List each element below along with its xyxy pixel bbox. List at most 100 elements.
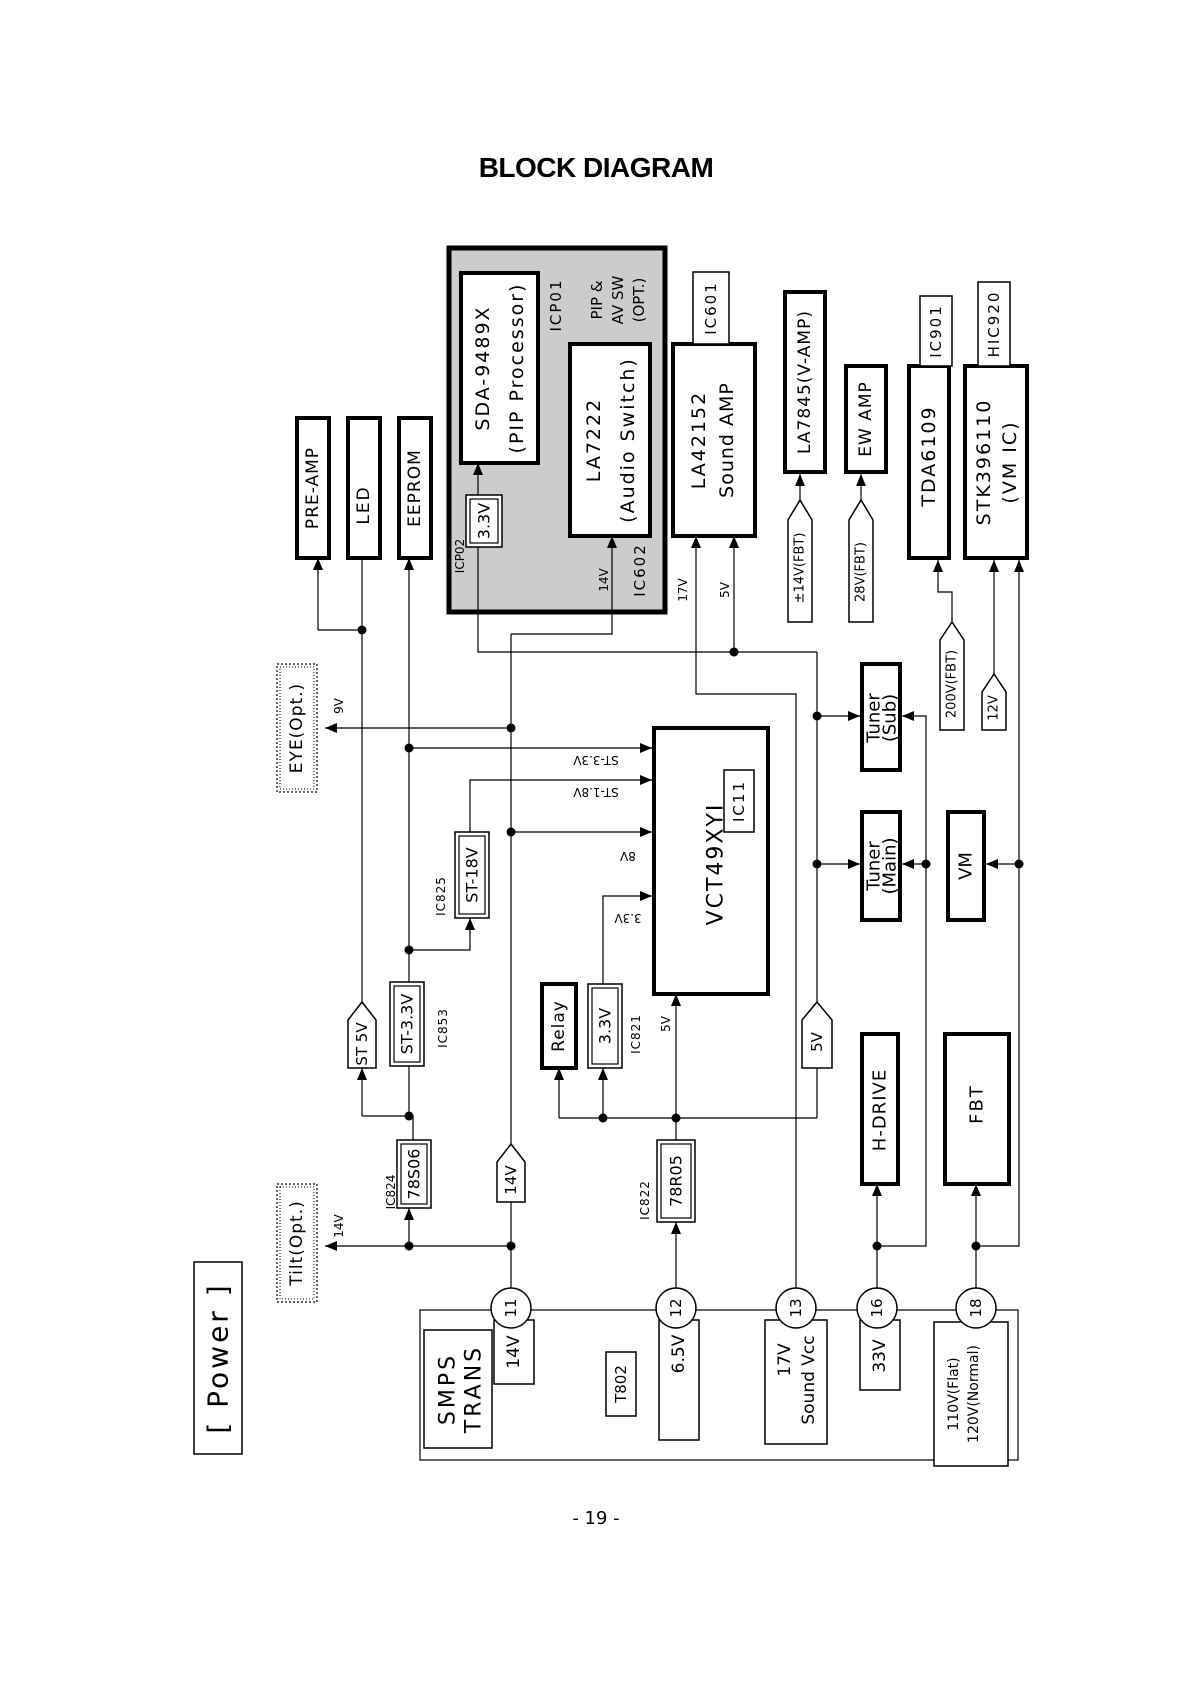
smps-title-1: SMPS (436, 1353, 461, 1425)
section-power: [ Power ] (193, 1261, 243, 1455)
icp01-ref: ICP01 (547, 278, 565, 331)
tuner-main-block: Tuner (Main) (860, 810, 902, 922)
ewamp-label: EW AMP (856, 381, 876, 457)
tuner-sub-block: Tuner (Sub) (860, 662, 902, 772)
ic821-ref: IC821 (629, 1014, 643, 1054)
eye-opt: EYE(Opt.) 9V (276, 663, 346, 793)
fbt-block: FBT (943, 1032, 1011, 1186)
smps-title-2: TRANS (462, 1345, 487, 1434)
v33-label: 3.3V (614, 911, 642, 925)
tuner-sub-label-2: (Sub) (880, 694, 901, 742)
vamp-block: LA7845(V-AMP) (783, 290, 827, 474)
tag-200v-fbt: 200V(FBT) (939, 620, 965, 731)
hic920-desc: (VM IC) (999, 420, 1021, 503)
tilt-opt: Tilt(Opt.) 14V (276, 1183, 346, 1303)
v8-label: 8V (619, 849, 636, 863)
st18-label: ST-1.8V (572, 785, 618, 799)
st5v-label: ST 5V (353, 1022, 371, 1066)
smps-trans: SMPS TRANS T802 14V 6.5V 17V Sound Vcc 3… (419, 1287, 1019, 1467)
ic825-block: ST-18V IC825 (434, 831, 490, 919)
eye-9v: 9V (332, 697, 346, 714)
ic825-part: ST-18V (463, 847, 482, 903)
page-title: BLOCK DIAGRAM (478, 152, 714, 183)
pip-opt-3: (OPT.) (630, 278, 648, 323)
vamp-label: LA7845(V-AMP) (795, 310, 815, 454)
icp01-desc: (PIP Processor) (506, 283, 528, 454)
tag-14v: 14V (496, 1142, 526, 1203)
pin-16: 16 (868, 1298, 886, 1317)
ic853-part: ST-3.3V (398, 994, 417, 1055)
ic601-ref: IC601 (702, 281, 720, 335)
pin13-voltage: 17V (775, 1343, 795, 1377)
v5-tag-label: 5V (808, 1031, 826, 1052)
pin13-voltage2: Sound Vcc (799, 1335, 819, 1424)
tuner-main-label-2: (Main) (880, 837, 901, 894)
tilt-14v: 14V (332, 1213, 346, 1237)
ic822-ref: IC822 (638, 1180, 652, 1220)
tuner-main-label-1: Tuner (864, 841, 885, 892)
icp01-part: SDA-9489X (472, 305, 494, 430)
h-drive-label: H-DRIVE (870, 1069, 891, 1151)
tag-st5v: ST 5V (347, 1000, 377, 1069)
ic601-desc: Sound AMP (716, 382, 738, 498)
pip-area: SDA-9489X (PIP Processor) ICP01 PIP & AV… (446, 245, 668, 615)
pin11-voltage: 14V (504, 1335, 524, 1369)
icp02-ref: ICP02 (453, 539, 467, 573)
eeprom-block: EEPROM (397, 416, 433, 560)
h-drive-block: H-DRIVE (860, 1032, 900, 1186)
ic11-ref: IC11 (730, 780, 748, 822)
ic853-ref: IC853 (436, 1008, 450, 1048)
ic825-ref: IC825 (434, 876, 448, 916)
led-block: LED (346, 416, 382, 560)
ic901-ref: IC901 (927, 304, 945, 358)
fbt-label: FBT (967, 1084, 988, 1124)
pin16-voltage: 33V (870, 1339, 890, 1373)
pin12-voltage: 6.5V (669, 1334, 689, 1373)
ic821-block: 3.3V IC821 5V (587, 983, 673, 1069)
ewamp-block: EW AMP (844, 364, 888, 474)
ic901-block: TDA6109 IC901 (907, 295, 953, 560)
ic824-ref: IC824 (384, 1175, 398, 1210)
vm-label: VM (956, 852, 977, 880)
eeprom-label: EEPROM (405, 449, 425, 527)
pin-13: 13 (787, 1298, 805, 1317)
pre-amp-label: PRE-AMP (303, 447, 323, 529)
transformer-ref: T802 (612, 1365, 630, 1404)
icp02-part: 3.3V (475, 503, 494, 539)
ic602-14v: 14V (597, 567, 611, 591)
tag-28v-fbt: 28V(FBT) (848, 498, 874, 623)
v14-tag-label: 14V (502, 1165, 520, 1195)
arrows (313, 463, 1024, 1251)
page-number: - 19 - (572, 1508, 620, 1529)
pin-18: 18 (967, 1298, 985, 1317)
ic602-ref: IC602 (631, 543, 649, 597)
tag-14v-fbt: ±14V(FBT) (787, 498, 813, 623)
eye-opt-label: EYE(Opt.) (287, 683, 307, 773)
v28fbt-label: 28V(FBT) (854, 542, 869, 602)
pin-11: 11 (502, 1298, 520, 1317)
ic901-part: TDA6109 (918, 405, 940, 507)
hic920-part: STK396110 (973, 399, 995, 526)
section-power-label: [ Power ] (202, 1282, 235, 1433)
pin-12: 12 (667, 1298, 685, 1317)
relay-block: Relay (540, 982, 578, 1070)
v12-label: 12V (987, 695, 1002, 721)
ic601-5v: 5V (718, 581, 732, 598)
ic602-desc: (Audio Switch) (617, 357, 639, 523)
pin18-voltage: 110V(Flat) (946, 1357, 962, 1430)
led-label: LED (354, 485, 374, 524)
junctions (357, 625, 1024, 1251)
pre-amp-block: PRE-AMP (295, 416, 331, 560)
ic853-block: ST-3.3V IC853 (389, 981, 450, 1067)
tag-5v: 5V (801, 1000, 833, 1069)
ic822-part: 78R05 (667, 1155, 686, 1207)
ic601-part: LA42152 (688, 391, 710, 489)
pip-opt-2: AV SW (609, 275, 627, 324)
ic824-block: 78S06 IC824 (384, 1139, 432, 1210)
ic821-5v: 5V (659, 1015, 673, 1032)
hic920-block: STK396110 (VM IC) HIC920 (963, 281, 1029, 560)
tilt-opt-label: Tilt(Opt.) (287, 1200, 307, 1286)
ic11-block: VCT49XYI IC11 (652, 726, 770, 996)
pip-opt-1: PIP & (588, 280, 606, 319)
